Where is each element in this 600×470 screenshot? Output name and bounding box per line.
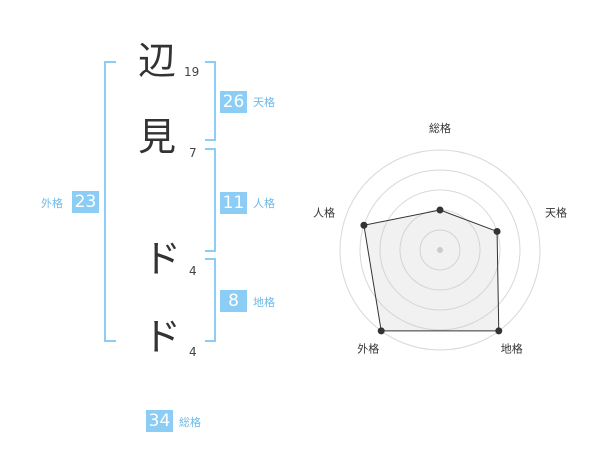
chikaku-bracket: [205, 258, 216, 342]
gaikaku-label: 外格: [41, 197, 63, 210]
radar-axis-label-2: 天格: [545, 205, 567, 219]
soukaku-label: 総格: [179, 416, 201, 429]
radar-center-dot: [437, 247, 443, 253]
radar-axis-label-5: 人格: [313, 205, 335, 219]
stroke-count-2: 7: [189, 146, 197, 160]
gaikaku-value-badge: 23: [72, 191, 99, 213]
radar-axis-label-1: 総格: [429, 121, 451, 135]
name-char-2: 見: [138, 115, 177, 159]
tenkaku-bracket: [205, 61, 216, 141]
radar-point-4: [377, 327, 385, 335]
stroke-count-4: 4: [189, 345, 197, 359]
radar-point-1: [436, 206, 444, 214]
radar-grid-ring-3: [379, 189, 501, 311]
name-char-4: ド: [143, 315, 182, 359]
jinkaku-value-badge: 11: [220, 192, 247, 214]
name-char-3: ド: [143, 237, 182, 281]
tenkaku-value-badge: 26: [220, 91, 247, 113]
radar-axis-label-4: 外格: [357, 342, 379, 356]
chikaku-value-badge: 8: [220, 290, 247, 312]
radar-axis-label-3: 地格: [501, 342, 523, 356]
radar-grid-ring-1: [419, 229, 461, 271]
radar-data-polygon: [363, 209, 500, 332]
jinkaku-label: 人格: [253, 197, 275, 210]
radar-point-2: [493, 227, 501, 235]
chikaku-label: 地格: [253, 296, 275, 309]
tenkaku-label: 天格: [253, 96, 275, 109]
gaikaku-bracket: [104, 61, 116, 342]
radar-point-3: [495, 327, 503, 335]
soukaku-value-badge: 34: [146, 410, 173, 432]
radar-point-5: [360, 221, 368, 229]
stroke-count-3: 4: [189, 264, 197, 278]
stroke-count-1: 19: [184, 65, 200, 79]
name-char-1: 辺: [138, 39, 177, 83]
jinkaku-bracket: [205, 148, 216, 252]
radar-grid-ring-4: [359, 169, 521, 331]
